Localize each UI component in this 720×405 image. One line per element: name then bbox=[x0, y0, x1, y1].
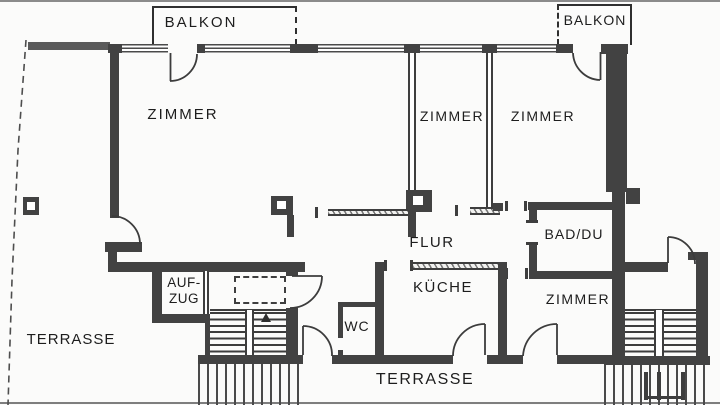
wall-south-1 bbox=[332, 355, 453, 364]
wall-stairwell-right-inner bbox=[620, 262, 668, 272]
wall-aufzug-east bbox=[203, 271, 209, 314]
wall-aufzug-west bbox=[152, 271, 162, 323]
wall-wc-north bbox=[338, 302, 384, 307]
wall-top-pier bbox=[197, 44, 205, 53]
scan-border-bottom bbox=[0, 402, 720, 404]
door-arc-terrace-west bbox=[111, 215, 141, 245]
door-tick bbox=[410, 260, 413, 271]
railing-rail bbox=[644, 396, 685, 399]
wall-left-exterior bbox=[110, 44, 119, 218]
scan-border-top bbox=[0, 0, 720, 2]
window-top-4 bbox=[420, 44, 482, 53]
wall-zimmer-middle-right bbox=[486, 53, 493, 210]
stairs-direction-arrow bbox=[261, 313, 271, 322]
pillar-terrace-core bbox=[27, 202, 35, 210]
terrace-boundary-line bbox=[7, 39, 27, 405]
wall-flur-north-pier bbox=[493, 203, 503, 211]
window-top-2 bbox=[205, 44, 290, 53]
room-label-kueche: KÜCHE bbox=[412, 279, 473, 296]
window-top-5 bbox=[497, 44, 556, 53]
room-label-aufzug-line1: AUF- bbox=[167, 275, 201, 290]
pillar-flur-west-core bbox=[277, 201, 286, 209]
wall-stairwell-right-east bbox=[696, 252, 708, 365]
wall-baddu-north bbox=[528, 202, 620, 210]
railing-post bbox=[681, 372, 685, 400]
room-label-terrasse-left: TERRASSE bbox=[26, 331, 116, 348]
room-label-aufzug: AUF- ZUG bbox=[163, 275, 205, 307]
window-top-3 bbox=[318, 44, 404, 53]
room-label-zimmer-top-right: ZIMMER bbox=[510, 108, 576, 124]
railing-post bbox=[657, 372, 661, 400]
room-label-balkon-left: BALKON bbox=[164, 14, 238, 31]
wall-baddu-south bbox=[529, 271, 617, 279]
door-tick bbox=[525, 268, 528, 279]
room-label-balkon-right: BALKON bbox=[563, 12, 627, 28]
room-label-aufzug-line2: ZUG bbox=[169, 291, 199, 306]
wall-left-door-stub bbox=[105, 242, 142, 252]
window-top-1 bbox=[122, 44, 168, 53]
stairs-right-divider bbox=[654, 310, 664, 356]
door-arc-kueche-terrace bbox=[452, 323, 486, 357]
room-label-zimmer-bottom-right: ZIMMER bbox=[545, 291, 611, 307]
balcony-left-outline bbox=[152, 6, 297, 45]
door-arc-zimmer-terrace bbox=[522, 323, 558, 357]
pillar-flur-west-stem bbox=[287, 215, 294, 237]
wall-wc-west-upper bbox=[338, 302, 343, 338]
wall-kueche-north bbox=[413, 262, 501, 270]
door-tick bbox=[455, 205, 458, 216]
pillar-flur-east-core bbox=[413, 196, 423, 205]
room-label-wc: WC bbox=[344, 318, 370, 334]
railing-post bbox=[644, 372, 648, 400]
pillar-flur-east-stem bbox=[408, 212, 416, 237]
wall-stairblock-east-lower bbox=[286, 308, 298, 358]
wall-south-2 bbox=[487, 355, 523, 364]
wall-baddu-west-upper bbox=[529, 202, 537, 222]
door-arc-hall-terrace bbox=[302, 325, 333, 357]
exterior-stairs-hatch-main bbox=[198, 364, 302, 405]
stairs-main-divider bbox=[245, 310, 254, 355]
door-arc-stair-landing bbox=[289, 275, 323, 309]
door-tick bbox=[505, 201, 508, 211]
elevator-car-dashed bbox=[234, 276, 286, 304]
wall-zimmer-large-south bbox=[108, 262, 305, 272]
wall-flur-north-2 bbox=[470, 207, 500, 215]
wall-stairwell-right-stub bbox=[688, 252, 708, 260]
wall-terrace-top bbox=[28, 42, 110, 50]
wall-right-exterior-upper bbox=[606, 45, 627, 192]
wall-top-pier bbox=[290, 44, 318, 53]
wall-stairblock-south bbox=[198, 355, 303, 364]
wall-stairblock-west bbox=[205, 323, 210, 356]
door-tick bbox=[384, 260, 387, 271]
wall-aufzug-south bbox=[152, 314, 210, 323]
wall-stairwell-right-bottom bbox=[604, 356, 710, 365]
wall-south-3 bbox=[557, 355, 615, 364]
door-tick bbox=[526, 220, 538, 223]
wall-top-pier bbox=[556, 44, 573, 53]
wall-right-exterior-lower bbox=[612, 192, 625, 364]
wall-baddu-west-lower bbox=[529, 244, 537, 278]
room-label-terrasse-bottom: TERRASSE bbox=[375, 371, 475, 388]
room-label-zimmer-middle: ZIMMER bbox=[419, 108, 485, 124]
wall-zimmer-large-middle bbox=[408, 53, 416, 192]
wall-kueche-east bbox=[498, 262, 507, 358]
wall-top-pier bbox=[404, 44, 420, 53]
door-arc-balkon-right bbox=[572, 52, 601, 81]
door-arc-balkon-left bbox=[169, 53, 198, 82]
room-label-flur: FLUR bbox=[409, 234, 455, 251]
wall-left-corner bbox=[108, 250, 117, 266]
door-tick bbox=[526, 242, 538, 245]
door-tick bbox=[315, 207, 318, 218]
wall-right-jog bbox=[626, 188, 640, 204]
room-label-zimmer-large: ZIMMER bbox=[147, 106, 219, 123]
wall-kueche-west bbox=[375, 262, 384, 358]
wall-stairblock-east-upper bbox=[286, 262, 298, 276]
balcony-right-outline bbox=[557, 4, 632, 45]
wall-top-pier bbox=[482, 44, 497, 53]
room-label-bad-du: BAD/DU bbox=[544, 226, 604, 242]
wall-flur-north-1 bbox=[328, 209, 408, 216]
door-tick bbox=[524, 201, 527, 211]
wall-wc-west-lower bbox=[338, 350, 343, 358]
